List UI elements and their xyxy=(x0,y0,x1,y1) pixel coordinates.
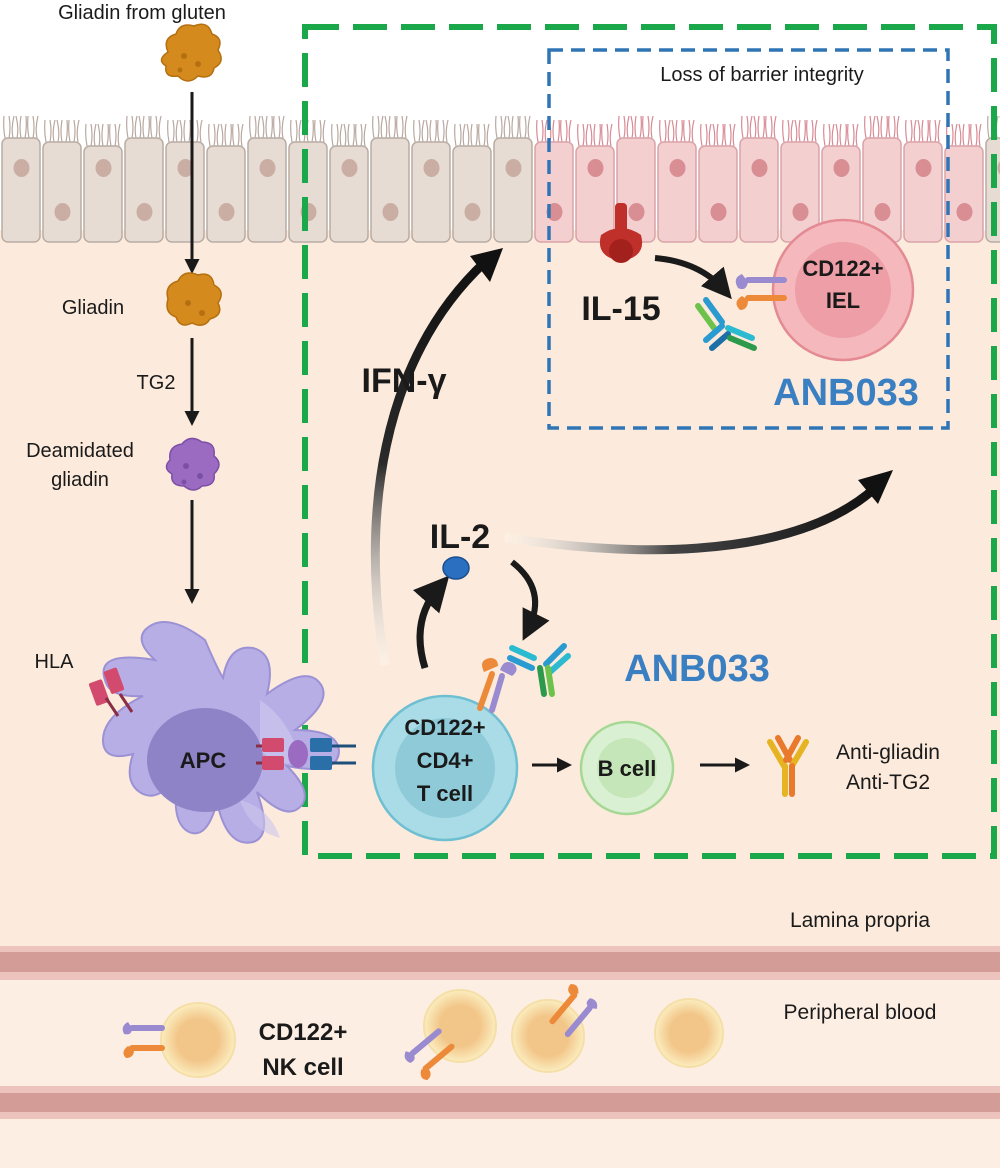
green-dashed-region xyxy=(302,24,997,859)
epithelial-cell xyxy=(329,145,369,243)
epithelial-cell xyxy=(821,145,861,243)
epithelial-cell xyxy=(575,145,615,243)
cd122-receptor-icon xyxy=(477,658,517,713)
epithelial-cell xyxy=(493,137,533,243)
nk-label-line1: CD122+ xyxy=(259,1019,348,1046)
il2-label: IL-2 xyxy=(430,518,490,556)
epithelial-cell xyxy=(83,145,123,243)
epithelial-cell xyxy=(124,137,164,243)
nk-cell-4 xyxy=(654,998,724,1068)
nk-cell-1 xyxy=(122,1002,236,1078)
arrow-il15-to-iel xyxy=(654,255,732,300)
hla-receptor-icon xyxy=(88,667,134,717)
epithelial-cell xyxy=(165,141,205,243)
epithelial-cell xyxy=(657,141,697,243)
nk-cell-3 xyxy=(511,984,598,1073)
nk-label-line2: NK cell xyxy=(262,1054,343,1081)
gliadin-particle-icon xyxy=(160,23,222,82)
anb033-label-top: ANB033 xyxy=(773,372,919,414)
blue-dashed-region xyxy=(547,48,950,430)
tcell-label-line2: CD4+ xyxy=(417,748,474,773)
anb033-label-middle: ANB033 xyxy=(624,648,770,690)
deamidated-label-line2: gliadin xyxy=(51,469,109,491)
tcell-label-line3: T cell xyxy=(417,781,473,806)
epithelial-cell xyxy=(903,141,943,243)
epithelial-cell xyxy=(206,145,246,243)
epithelial-cell xyxy=(739,137,779,243)
il2-molecule xyxy=(442,556,470,580)
lamina-propria-label: Lamina propria xyxy=(790,909,930,932)
loss-barrier-label: Loss of barrier integrity xyxy=(660,64,863,86)
epithelial-cell xyxy=(534,141,574,243)
iel-label-line1: CD122+ xyxy=(802,256,883,281)
il15-label: IL-15 xyxy=(581,290,660,328)
iel-label-line2: IEL xyxy=(826,288,860,313)
arrow-tcell-to-il2 xyxy=(412,575,450,670)
autoantibody-icon xyxy=(767,735,809,797)
epithelial-cell xyxy=(944,145,984,243)
anti-tg2-label: Anti-TG2 xyxy=(846,771,930,794)
epithelial-cell xyxy=(411,141,451,243)
bcell xyxy=(579,720,675,816)
vessel-lumen xyxy=(0,980,1000,1086)
iel-antibody-icon xyxy=(695,297,757,351)
deamidated-label-line1: Deamidated xyxy=(26,440,134,462)
tcell-label-line1: CD122+ xyxy=(404,715,485,740)
iel-cd122-receptor-icon xyxy=(735,274,787,310)
antibody-icon xyxy=(507,643,571,697)
epithelial-cell xyxy=(42,141,82,243)
epithelial-cell xyxy=(1,137,41,243)
arrow-il2-to-receptor xyxy=(510,559,550,641)
anti-gliadin-label: Anti-gliadin xyxy=(836,741,940,764)
epithelial-cell xyxy=(370,137,410,243)
synapse-receptor-icon xyxy=(256,738,356,770)
epithelial-cell xyxy=(698,145,738,243)
tcell xyxy=(371,694,519,842)
epithelial-cell xyxy=(862,137,902,243)
gliadin-icon xyxy=(166,272,222,326)
epithelium-layer xyxy=(1,137,1000,243)
bcell-label: B cell xyxy=(598,756,657,781)
nk-cell-2 xyxy=(404,989,497,1081)
iel-cell xyxy=(771,218,915,362)
deamidated-gliadin-icon xyxy=(165,437,220,491)
arrow-il2-to-iel xyxy=(504,484,879,555)
gliadin-label: Gliadin xyxy=(62,297,124,319)
tg2-label: TG2 xyxy=(137,372,176,394)
arrow-ifn-gamma xyxy=(370,258,489,666)
hla-label: HLA xyxy=(35,651,75,673)
apc-label: APC xyxy=(180,748,227,773)
epithelial-cell xyxy=(247,137,287,243)
microvilli xyxy=(3,115,1000,147)
il15-receptor-icon xyxy=(599,203,643,263)
gliadin-from-gluten-label: Gliadin from gluten xyxy=(58,2,226,24)
ifn-gamma-label: IFN-γ xyxy=(362,362,447,400)
peripheral-blood-label: Peripheral blood xyxy=(784,1001,937,1024)
epithelial-cell xyxy=(452,145,492,243)
